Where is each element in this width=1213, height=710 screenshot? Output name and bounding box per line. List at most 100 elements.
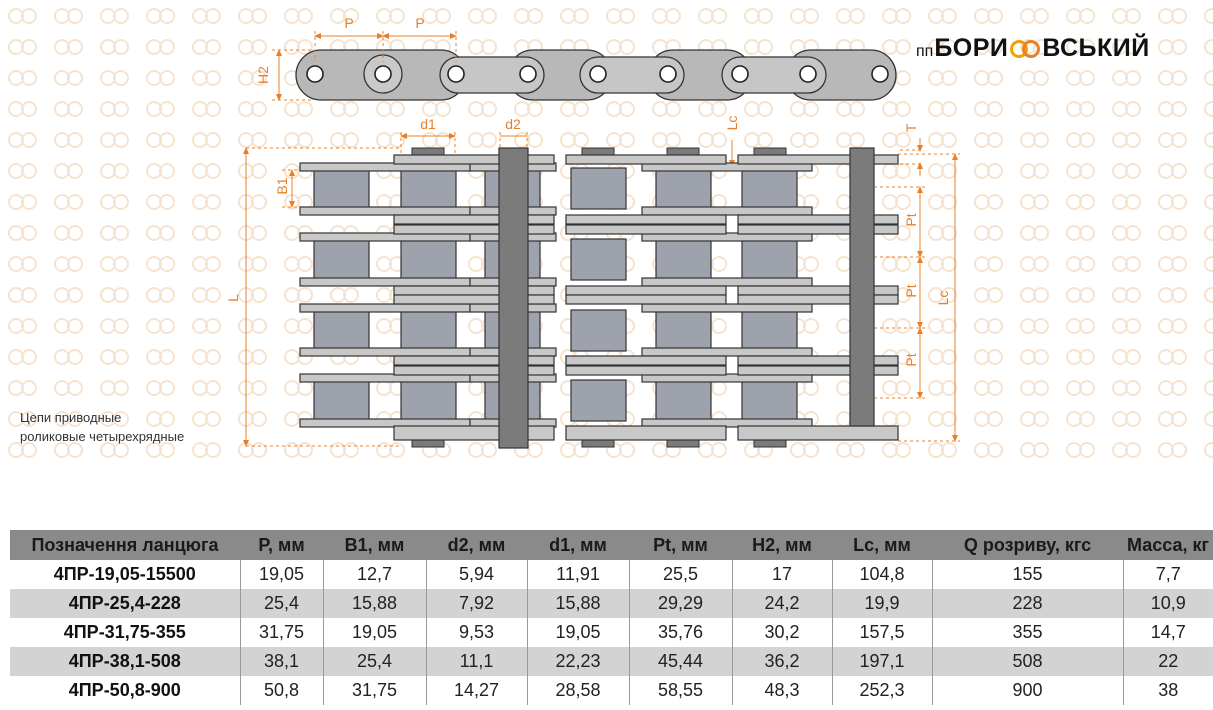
table-row: 4ПР-31,75-355 31,75 19,05 9,53 19,05 35,… xyxy=(10,618,1213,647)
cell-q: 228 xyxy=(931,589,1123,618)
dim-label-lc-right: Lc xyxy=(935,291,951,306)
pin-long xyxy=(849,147,875,427)
dim-label-p2: P xyxy=(415,15,424,31)
roller xyxy=(313,167,370,210)
cell-b1: 15,88 xyxy=(322,589,426,618)
pin-hole xyxy=(519,65,537,83)
pin-hole xyxy=(589,65,607,83)
cell-b1: 25,4 xyxy=(322,647,426,676)
cell-p: 31,75 xyxy=(239,618,323,647)
table-row: 4ПР-19,05-15500 19,05 12,7 5,94 11,91 25… xyxy=(10,560,1213,589)
col-header-p: P, мм xyxy=(240,530,323,560)
roller xyxy=(570,309,627,352)
logo-part2: ВСЬКИЙ xyxy=(1042,34,1150,62)
roller xyxy=(741,309,798,352)
cell-designation: 4ПР-31,75-355 xyxy=(63,622,186,642)
spec-table: Позначення ланцюга P, мм B1, мм d2, мм d… xyxy=(10,530,1213,705)
drawing-caption: Цепи приводные роликовые четырехрядные xyxy=(20,408,184,446)
company-logo: ппБОРИ ВСЬКИЙ xyxy=(916,34,1150,63)
cell-p: 38,1 xyxy=(239,647,323,676)
pin-hole xyxy=(731,65,749,83)
pin-hole xyxy=(447,65,465,83)
col-header-h2: H2, мм xyxy=(732,530,832,560)
logo-prefix: пп xyxy=(916,43,934,60)
caption-line1: Цепи приводные xyxy=(20,410,122,425)
roller xyxy=(400,238,457,281)
table-row: 4ПР-38,1-508 38,1 25,4 11,1 22,23 45,44 … xyxy=(10,647,1213,676)
cell-mass: 14,7 xyxy=(1122,618,1213,647)
cell-mass: 38 xyxy=(1122,676,1213,705)
cell-h2: 24,2 xyxy=(731,589,832,618)
table-row: 4ПР-25,4-228 25,4 15,88 7,92 15,88 29,29… xyxy=(10,589,1213,618)
pin-long xyxy=(498,147,529,449)
dim-label-t: T xyxy=(903,123,919,132)
roller xyxy=(741,379,798,422)
roller xyxy=(313,238,370,281)
pin-hole xyxy=(871,65,889,83)
roller xyxy=(400,309,457,352)
cell-lc: 157,5 xyxy=(831,618,932,647)
dim-label-lc-top: Lc xyxy=(724,116,740,131)
cell-mass: 7,7 xyxy=(1122,560,1213,589)
roller xyxy=(313,379,370,422)
cell-lc: 19,9 xyxy=(831,589,932,618)
cell-pt: 45,44 xyxy=(628,647,732,676)
cell-p: 19,05 xyxy=(239,560,323,589)
cell-lc: 104,8 xyxy=(831,560,932,589)
cell-q: 155 xyxy=(931,560,1123,589)
cell-d2: 14,27 xyxy=(425,676,527,705)
roller xyxy=(570,167,627,210)
cell-lc: 252,3 xyxy=(831,676,932,705)
roller xyxy=(655,238,712,281)
cell-designation: 4ПР-19,05-15500 xyxy=(53,564,196,584)
cell-pt: 35,76 xyxy=(628,618,732,647)
chain-link-logo-icon xyxy=(1010,40,1041,58)
pin-hole xyxy=(799,65,817,83)
dim-label-pt1: Pt xyxy=(903,213,919,226)
cell-h2: 36,2 xyxy=(731,647,832,676)
cell-lc: 197,1 xyxy=(831,647,932,676)
col-header-pt: Pt, мм xyxy=(629,530,732,560)
dim-label-d1: d1 xyxy=(420,116,436,132)
logo-part1: БОРИ xyxy=(934,34,1009,62)
table-header-row: Позначення ланцюга P, мм B1, мм d2, мм d… xyxy=(10,530,1213,560)
cell-d1: 22,23 xyxy=(526,647,629,676)
cell-b1: 31,75 xyxy=(322,676,426,705)
cell-pt: 25,5 xyxy=(628,560,732,589)
col-header-designation: Позначення ланцюга xyxy=(10,530,240,560)
col-header-q: Q розриву, кгс xyxy=(932,530,1123,560)
inner-link-plate xyxy=(439,56,545,94)
pin-hole xyxy=(306,65,324,83)
cell-p: 50,8 xyxy=(239,676,323,705)
dim-label-d2: d2 xyxy=(505,116,521,132)
cell-designation: 4ПР-25,4-228 xyxy=(10,589,240,618)
caption-line2: роликовые четырехрядные xyxy=(20,429,185,444)
col-header-d1: d1, мм xyxy=(527,530,629,560)
cell-designation: 4ПР-50,8-900 xyxy=(68,680,181,700)
cell-d2: 9,53 xyxy=(425,618,527,647)
roller xyxy=(570,379,627,422)
table-row: 4ПР-50,8-900 50,8 31,75 14,27 28,58 58,5… xyxy=(10,676,1213,705)
cell-pt: 29,29 xyxy=(628,589,732,618)
roller xyxy=(741,238,798,281)
roller xyxy=(655,167,712,210)
cell-d2: 5,94 xyxy=(425,560,527,589)
chain-drawing: P P H2 d1 d2 Lc T B1 L Pt Pt Pt Lc xyxy=(225,15,960,449)
cell-d1: 19,05 xyxy=(526,618,629,647)
cell-d1: 15,88 xyxy=(526,589,629,618)
cell-pt: 58,55 xyxy=(628,676,732,705)
col-header-mass: Масса, кг xyxy=(1123,530,1213,560)
roller xyxy=(655,309,712,352)
dim-label-h2: H2 xyxy=(255,66,271,84)
pin-hole xyxy=(659,65,677,83)
col-header-b1: B1, мм xyxy=(323,530,426,560)
cell-d2: 7,92 xyxy=(425,589,527,618)
inner-link-plate xyxy=(579,56,685,94)
col-header-lc: Lc, мм xyxy=(832,530,932,560)
pin-hole xyxy=(374,65,392,83)
roller xyxy=(400,379,457,422)
dim-label-l: L xyxy=(225,294,241,302)
dim-label-b1: B1 xyxy=(274,177,290,194)
roller xyxy=(655,379,712,422)
cell-q: 508 xyxy=(931,647,1123,676)
